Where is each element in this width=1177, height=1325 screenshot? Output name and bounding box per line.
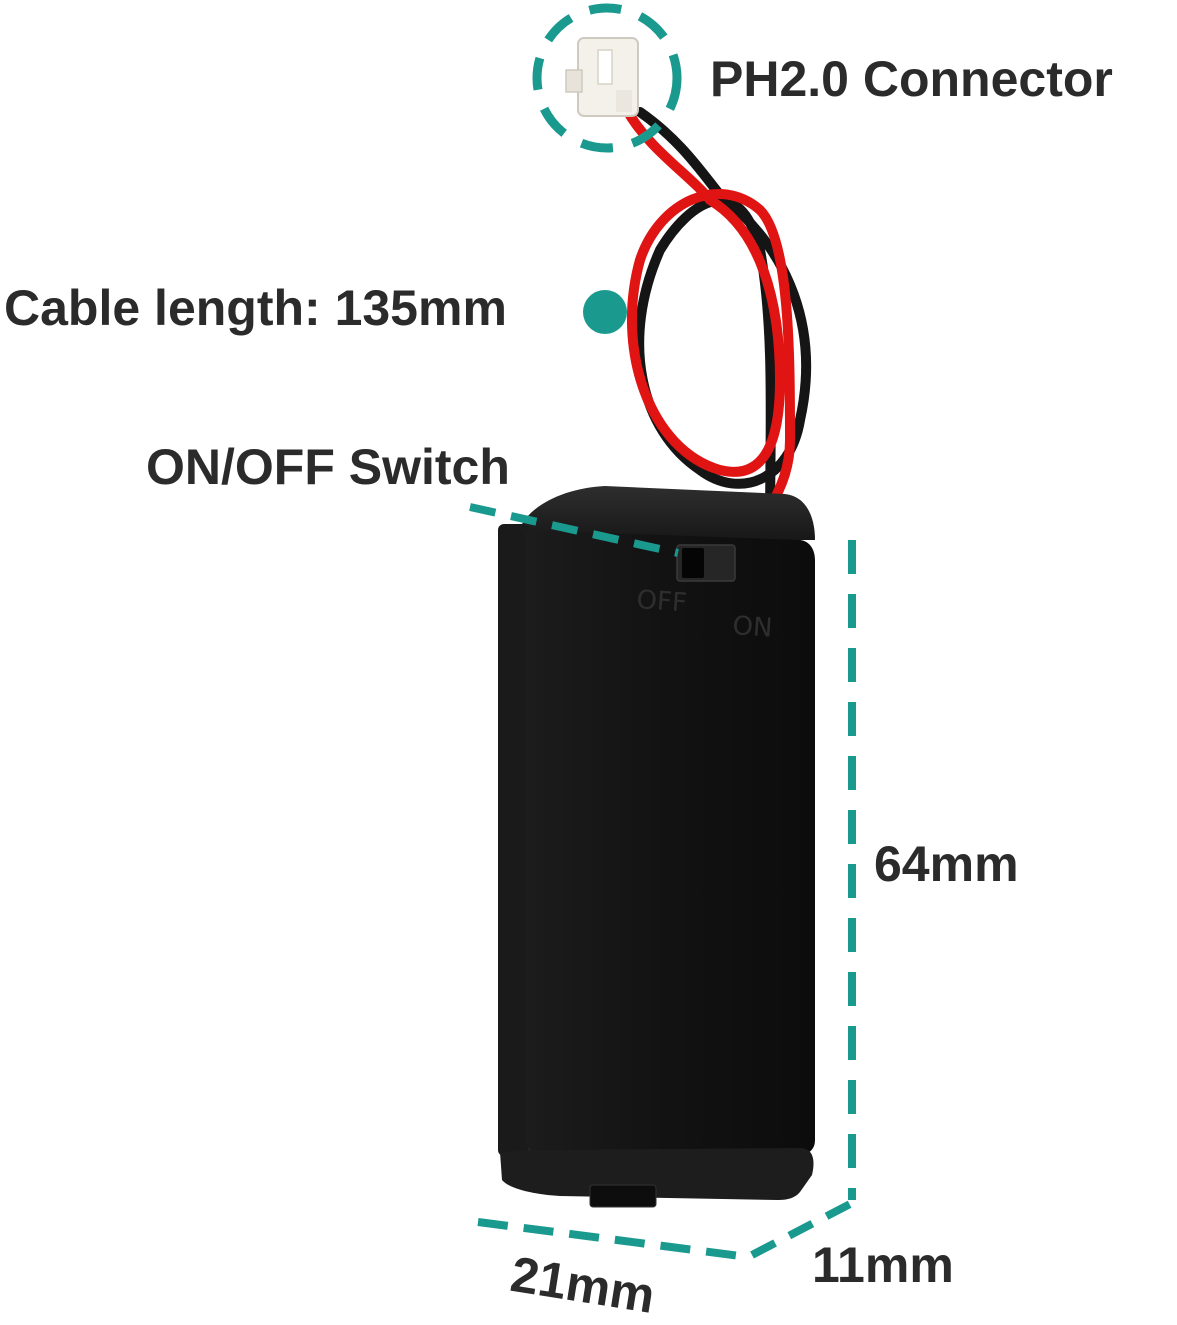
switch-on-text: ON xyxy=(732,611,774,644)
connector-label: PH2.0 Connector xyxy=(710,51,1113,107)
height-label: 64mm xyxy=(874,836,1019,892)
depth-dimension-line xyxy=(750,1199,854,1259)
battery-case xyxy=(498,486,815,1208)
cable-length-label: Cable length: 135mm xyxy=(4,280,507,336)
depth-label: 11mm xyxy=(812,1237,954,1293)
switch-leader-line xyxy=(469,503,679,557)
ph2-connector xyxy=(565,37,639,117)
switch-off-text: OFF xyxy=(636,585,688,618)
connector-highlight-circle xyxy=(532,3,682,153)
switch-label: ON/OFF Switch xyxy=(146,439,510,495)
cable-length-dot xyxy=(583,290,627,334)
red-wire xyxy=(623,107,796,535)
